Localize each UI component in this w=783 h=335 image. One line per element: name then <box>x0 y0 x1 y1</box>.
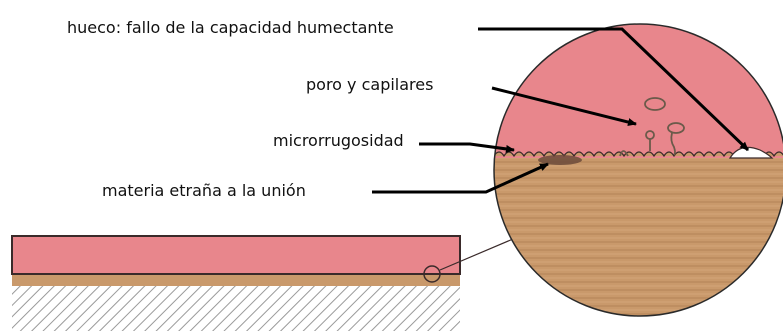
magnified-circle-outline <box>493 23 783 317</box>
base-hatched-substrate <box>12 284 460 331</box>
label-foreign-matter: materia etraña a la unión <box>102 181 306 200</box>
arrow-foreign-matter <box>372 162 549 194</box>
sample-substrate-layer <box>12 273 460 286</box>
label-pore: poro y capilares <box>306 75 434 94</box>
magnifier-connector <box>439 235 521 271</box>
leader-arrows <box>372 27 750 194</box>
sample-coating-layer <box>11 235 461 275</box>
magnified-view <box>494 24 783 316</box>
magnifier-spot <box>423 265 441 283</box>
arrow-microroughness <box>419 142 515 153</box>
foreign-matter-particle <box>538 155 582 165</box>
sample-cross-section <box>11 235 521 331</box>
arrow-hollow <box>478 27 750 152</box>
arrow-pore <box>491 86 637 126</box>
label-microroughness: microrrugosidad <box>273 131 404 150</box>
magnified-coating <box>494 24 783 158</box>
magnified-substrate <box>494 150 783 316</box>
label-hollow: hueco: fallo de la capacidad humectante <box>67 18 394 37</box>
pores-and-capillaries <box>619 97 685 157</box>
